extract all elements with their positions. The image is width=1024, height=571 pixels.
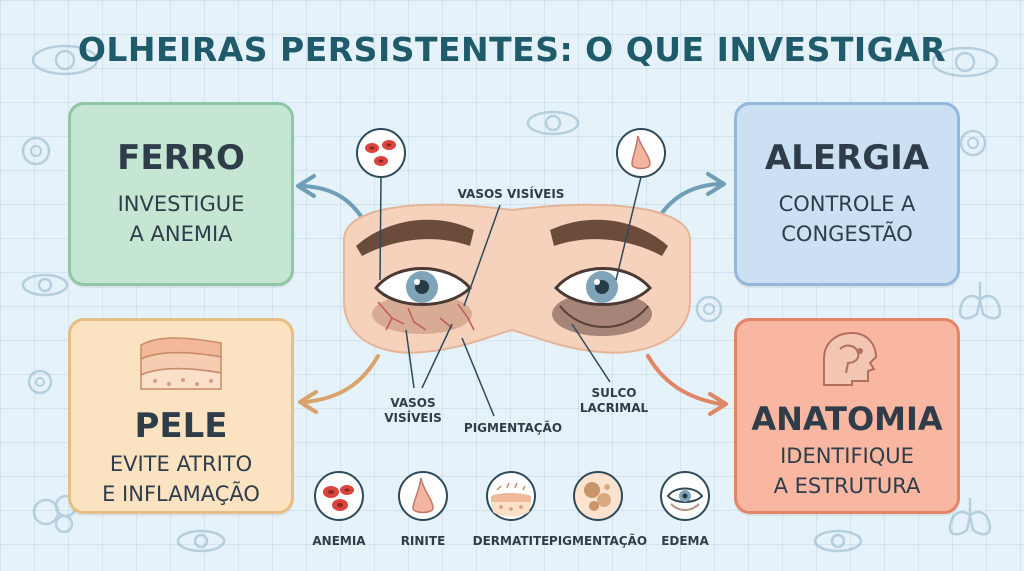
bottom-label-dermatite: DERMATITE	[472, 534, 550, 548]
decor-cell-icon	[695, 295, 723, 323]
decor-eye-icon	[526, 110, 580, 136]
arrow-to-pele	[298, 354, 380, 414]
bottom-label-rinite: RINITE	[400, 534, 446, 548]
skin-layer-icon	[486, 471, 536, 521]
card-alergia-line1: CONTROLE A	[778, 192, 916, 216]
head-anatomy-icon	[823, 331, 878, 386]
left-eyebrow	[356, 219, 474, 256]
label-vasos-line2: VISÍVEIS	[384, 411, 442, 425]
label-sulco-line1: SULCO	[591, 386, 637, 400]
decor-eye-icon	[813, 529, 863, 553]
card-pele-heading: PELE	[134, 406, 228, 446]
card-ferro-line2: A ANEMIA	[129, 222, 233, 246]
blood-cells-icon	[356, 128, 406, 178]
decor-eye-icon	[176, 529, 226, 553]
arrow-to-anatomia	[646, 354, 728, 416]
bottom-label-edema: EDEMA	[661, 534, 709, 548]
nose-icon	[398, 471, 448, 521]
decor-lungs-icon	[948, 498, 992, 536]
decor-eye-icon	[21, 273, 69, 297]
right-dark-circle	[552, 292, 652, 336]
card-anatomia-line1: IDENTIFIQUE	[780, 444, 914, 468]
visible-veins	[377, 301, 475, 331]
label-pigmentacao: PIGMENTAÇÃO	[463, 421, 563, 435]
decor-cell-icon	[959, 129, 987, 157]
page-title: OLHEIRAS PERSISTENTES: O QUE INVESTIGAR	[77, 30, 947, 69]
card-anatomia: ANATOMIA IDENTIFIQUE A ESTRUTURA	[734, 318, 960, 514]
decor-lungs-icon	[958, 282, 1002, 320]
blood-cells-icon	[314, 471, 364, 521]
card-alergia-line2: CONGESTÃO	[781, 222, 913, 246]
decor-eye-icon	[31, 44, 99, 76]
bottom-label-anemia: ANEMIA	[312, 534, 366, 548]
puffy-eye-icon	[660, 471, 710, 521]
card-ferro: FERRO INVESTIGUE A ANEMIA	[68, 102, 294, 286]
decor-cell-icon	[27, 369, 53, 395]
label-sulco-lacrimal: SULCO LACRIMAL	[576, 386, 652, 416]
nose-icon	[616, 128, 666, 178]
card-alergia-heading: ALERGIA	[764, 138, 930, 178]
skin-layers-icon	[140, 337, 222, 390]
right-eyebrow	[550, 219, 668, 256]
label-sulco-line2: LACRIMAL	[579, 401, 649, 415]
card-ferro-line1: INVESTIGUE	[117, 192, 245, 216]
label-vasos-visiveis-top: VASOS VISÍVEIS	[457, 187, 565, 201]
card-pele-line2: E INFLAMAÇÃO	[102, 482, 260, 506]
decor-cell-icon	[21, 136, 51, 166]
tear-trough-line	[559, 305, 649, 328]
bottom-label-pigmentacao: PIGMENTAÇÃO	[548, 534, 648, 548]
card-pele: PELE EVITE ATRITO E INFLAMAÇÃO	[68, 318, 294, 514]
decor-eye-icon	[931, 46, 999, 78]
card-pele-line1: EVITE ATRITO	[109, 452, 253, 476]
label-vasos-visiveis-bottom: VASOS VISÍVEIS	[376, 396, 450, 426]
left-eye-icon	[374, 267, 473, 306]
leader-lines	[379, 176, 642, 417]
card-alergia: ALERGIA CONTROLE A CONGESTÃO	[734, 102, 960, 286]
card-anatomia-heading: ANATOMIA	[751, 400, 943, 438]
right-eye-icon	[553, 267, 653, 306]
label-vasos-line1: VASOS	[390, 396, 436, 410]
card-anatomia-line2: A ESTRUTURA	[773, 474, 921, 498]
card-ferro-heading: FERRO	[117, 138, 245, 178]
arrow-to-ferro	[296, 174, 368, 226]
pigment-spots-icon	[573, 471, 623, 521]
